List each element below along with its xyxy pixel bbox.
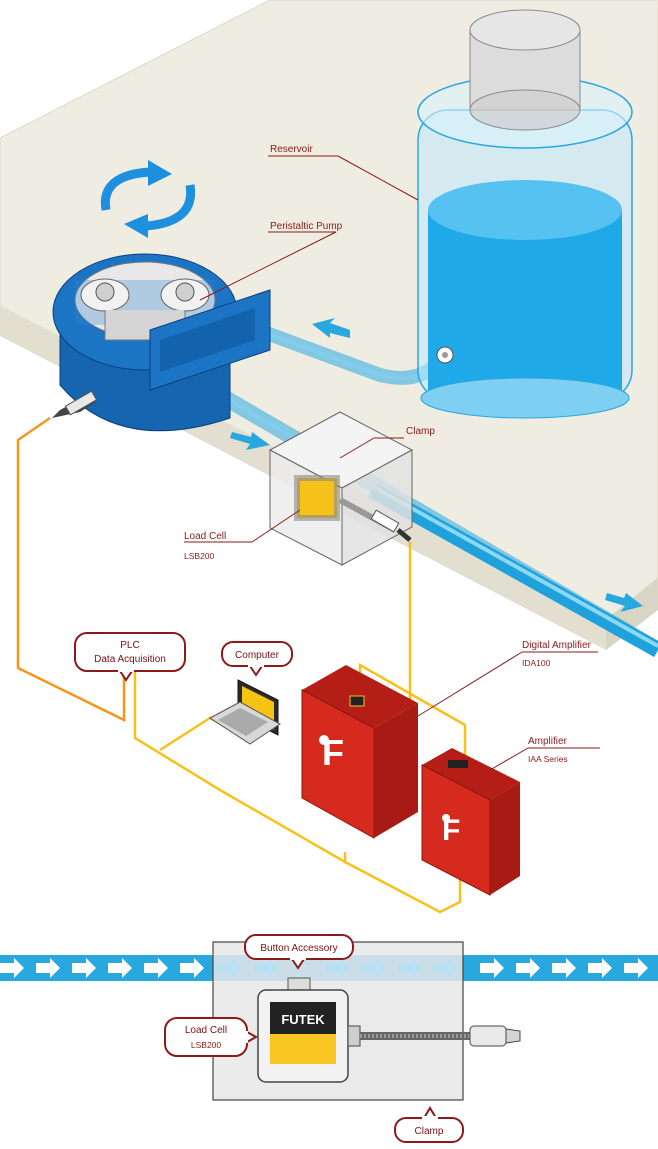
digital-amplifier-model: IDA100	[522, 658, 551, 668]
load-cell-label: Load Cell	[184, 531, 226, 542]
amplifier: F	[421, 748, 520, 896]
rotation-arrows-icon	[100, 160, 196, 238]
flow-arrow-icon	[0, 958, 648, 978]
plc-callout: PLC Data Acquisition	[74, 632, 186, 682]
clamp-block	[268, 411, 414, 566]
peristaltic-pump	[52, 253, 271, 432]
plc-label-line2: Data Acquisition	[94, 654, 166, 665]
digital-amplifier: F	[301, 665, 418, 839]
computer-callout: Computer	[221, 641, 293, 677]
digital-amplifier-label: Digital Amplifier	[522, 640, 592, 651]
futek-logo-icon: FUTEK	[281, 1012, 325, 1027]
laptop-icon	[209, 679, 281, 745]
pump-label: Peristaltic Pump	[270, 221, 343, 232]
detail-view: FUTEK	[0, 941, 658, 1101]
detail-load-cell-label: Load Cell	[185, 1025, 227, 1036]
leader-lines	[184, 155, 600, 771]
computer-label: Computer	[235, 650, 280, 661]
reservoir-label: Reservoir	[270, 144, 313, 155]
futek-logo-icon: F	[442, 814, 460, 847]
detail-clamp-callout: Clamp	[394, 1106, 464, 1143]
flow-arrow-icon	[230, 318, 643, 612]
reservoir	[417, 9, 633, 419]
button-accessory-callout: Button Accessory	[244, 934, 354, 970]
clamp-label: Clamp	[406, 426, 435, 437]
amplifier-label: Amplifier	[528, 736, 568, 747]
component-labels: Reservoir Peristaltic Pump Clamp Load Ce…	[184, 144, 592, 764]
detail-load-cell-model: LSB200	[191, 1040, 222, 1050]
detail-load-cell-callout: Load Cell LSB200	[164, 1017, 259, 1057]
button-accessory-label: Button Accessory	[260, 943, 337, 954]
plc-label-line1: PLC	[120, 640, 139, 651]
detail-clamp-label: Clamp	[415, 1126, 444, 1137]
load-cell-model: LSB200	[184, 551, 215, 561]
amplifier-model: IAA Series	[528, 754, 568, 764]
